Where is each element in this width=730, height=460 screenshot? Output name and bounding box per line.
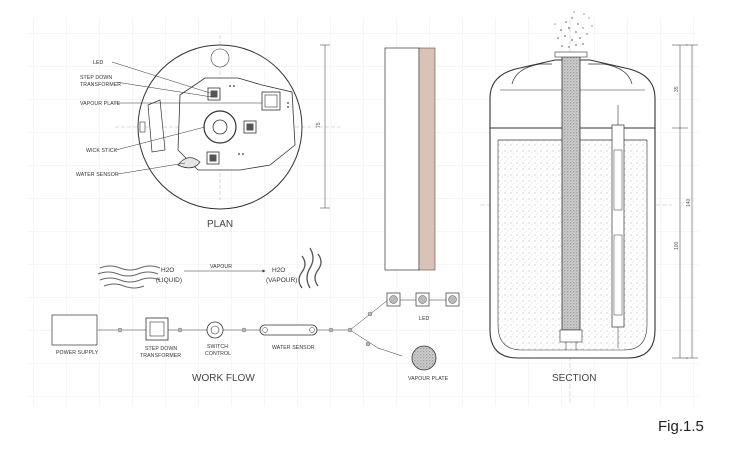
power-supply-label: POWER SUPPLY xyxy=(56,350,99,356)
plan-label-transformer: TRANSFORMER xyxy=(80,82,121,88)
workflow-diagram: POWER SUPPLY STEP DOWN TRANSFORMER SWITC… xyxy=(51,292,460,384)
water-sensor-shape xyxy=(259,324,318,336)
section-dim-mid: 100 xyxy=(674,241,680,250)
transformer-label-2: TRANSFORMER xyxy=(140,353,181,359)
switch-label-1: SWITCH xyxy=(207,344,228,350)
liquid-label-h2o: H2O xyxy=(161,267,174,274)
liquid-label-state: (LIQUID) xyxy=(156,277,182,284)
led-icons xyxy=(386,292,460,307)
plan-label-led: LED xyxy=(93,60,104,66)
figure-caption: Fig.1.5 xyxy=(658,418,704,435)
workflow-title: WORK FLOW xyxy=(192,373,255,384)
plan-view: 75 LED STEP DOWN TRANSFORMER VAPOUR PLAT… xyxy=(76,35,340,230)
side-board-view xyxy=(384,47,436,271)
led-label: LED xyxy=(419,316,430,322)
section-dim-total: 140 xyxy=(686,198,692,207)
vapour-arrow-label: VAPOUR xyxy=(210,264,232,270)
power-supply-box xyxy=(51,314,98,346)
section-title: SECTION xyxy=(552,373,596,384)
water-sensor-label: WATER SENSOR xyxy=(272,345,315,351)
vapour-plate-label: VAPOUR PLATE xyxy=(408,376,449,382)
vapour-label-h2o: H2O xyxy=(272,267,285,274)
switch-label-2: CONTROL xyxy=(205,351,231,357)
plan-label-wick-stick: WICK STICK xyxy=(86,148,118,154)
vapour-process: H2O (LIQUID) VAPOUR H2O (VAPOUR) xyxy=(97,247,322,289)
plan-water-sensor xyxy=(177,157,201,169)
plan-dim-label: 75 xyxy=(316,122,322,128)
vapour-mist xyxy=(554,11,593,48)
circuit-board-edge xyxy=(418,47,436,271)
plan-title: PLAN xyxy=(207,219,233,230)
vapour-label-state: (VAPOUR) xyxy=(266,277,297,284)
steam-icon xyxy=(298,247,322,289)
section-view: 35 100 140 SECTION xyxy=(480,11,698,405)
plan-label-vapour-plate: VAPOUR PLATE xyxy=(80,101,121,107)
liquid-waves-icon xyxy=(97,265,161,289)
plan-label-water-sensor: WATER SENSOR xyxy=(76,172,119,178)
wick-stick xyxy=(561,54,581,331)
transformer-label-1: STEP DOWN xyxy=(145,346,177,352)
vapour-plate-icon xyxy=(411,345,437,371)
section-dim-top: 35 xyxy=(674,86,680,92)
plan-label-step-down: STEP DOWN xyxy=(80,75,112,81)
